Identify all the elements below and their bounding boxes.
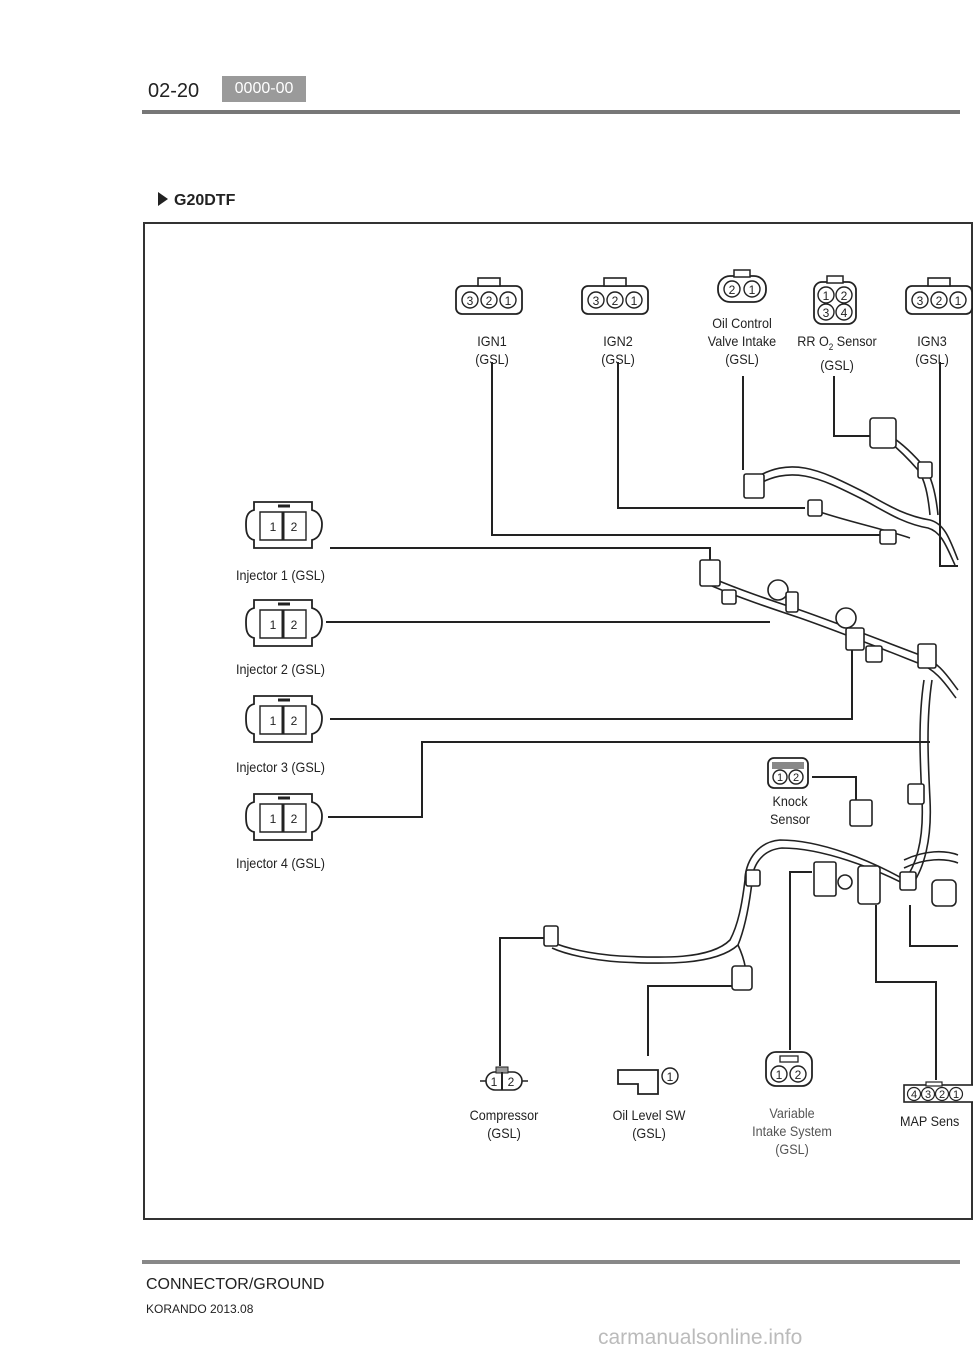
map-sensor-connector-icon: 4 3 2 1: [903, 1081, 973, 1103]
rr-o2-label: RR O2 Sensor (GSL): [793, 332, 881, 374]
injector2-pin-2: 2: [291, 618, 298, 632]
oil-level-label: Oil Level SW (GSL): [612, 1107, 686, 1141]
oil-control-pin-2: 2: [729, 283, 736, 297]
ign2-connector-icon: 3 2 1: [581, 277, 649, 315]
compressor-label: Compressor (GSL): [469, 1107, 539, 1141]
oil-control-pin-1: 1: [749, 283, 756, 297]
knock-pin-2: 2: [793, 772, 799, 784]
ign1-connector-icon: 3 2 1: [455, 277, 523, 315]
injector2-label: Injector 2 (GSL): [236, 661, 325, 677]
oil-level-connector-icon: 1: [617, 1067, 679, 1095]
rr-o2-connector-icon: 1 2 3 4: [813, 275, 857, 325]
ign1-pin-1: 1: [505, 294, 512, 308]
ign3-connector-icon: 3 2 1: [905, 277, 973, 315]
injector2-connector-icon: 1 2: [245, 599, 323, 647]
compressor-connector-icon: 1 2: [480, 1066, 528, 1091]
map-sensor-label: MAP Sens: [900, 1113, 960, 1129]
injector1-label: Injector 1 (GSL): [236, 567, 325, 583]
injector2-pin-1: 1: [270, 618, 277, 632]
ign1-pin-2: 2: [486, 294, 493, 308]
map-pin-3: 3: [925, 1089, 931, 1101]
rr-o2-pin-3: 3: [823, 306, 830, 320]
rr-o2-pin-2: 2: [841, 289, 848, 303]
watermark: carmanualsonline.info: [598, 1326, 803, 1349]
header-rule: [142, 110, 960, 114]
footer-subtitle: KORANDO 2013.08: [146, 1302, 254, 1316]
injector4-label: Injector 4 (GSL): [236, 855, 325, 871]
section-heading: G20DTF: [158, 192, 235, 210]
knock-connector-icon: 1 2: [767, 757, 809, 789]
injector3-pin-2: 2: [291, 714, 298, 728]
oil-control-label: Oil Control Valve Intake (GSL): [707, 315, 777, 367]
ign2-pin-3: 3: [593, 294, 600, 308]
leader-lines: [326, 362, 958, 1080]
footer-rule: [142, 1260, 960, 1264]
injector4-pin-1: 1: [270, 812, 277, 826]
compressor-pin-2: 2: [508, 1075, 515, 1089]
ign2-pin-1: 1: [631, 294, 638, 308]
diagram-frame: [143, 222, 973, 1220]
variable-intake-pin-2: 2: [795, 1068, 802, 1082]
ign2-pin-2: 2: [612, 294, 619, 308]
rr-o2-label-rest: Sensor (GSL): [820, 333, 877, 373]
knock-pin-1: 1: [777, 772, 783, 784]
variable-intake-pin-1: 1: [776, 1068, 783, 1082]
rr-o2-label-main: RR O: [797, 333, 829, 349]
ign1-label: IGN1 (GSL): [475, 333, 509, 367]
ign1-pin-3: 3: [467, 294, 474, 308]
injector4-connector-icon: 1 2: [245, 793, 323, 841]
injector1-connector-icon: 1 2: [245, 501, 323, 549]
ign3-pin-3: 3: [917, 294, 924, 308]
triangle-bullet-icon: [158, 192, 168, 206]
page-number: 02-20: [148, 80, 200, 102]
map-pin-2: 2: [939, 1089, 945, 1101]
compressor-pin-1: 1: [491, 1075, 498, 1089]
variable-intake-connector-icon: 1 2: [765, 1051, 813, 1087]
footer-title: CONNECTOR/GROUND: [146, 1276, 325, 1293]
injector1-pin-1: 1: [270, 520, 277, 534]
harness-connectors: [543, 417, 957, 991]
rr-o2-pin-1: 1: [823, 289, 830, 303]
knock-label: Knock Sensor: [770, 793, 810, 827]
harness-bundle: [551, 427, 959, 986]
ign3-label: IGN3 (GSL): [915, 333, 949, 367]
injector3-label: Injector 3 (GSL): [236, 759, 325, 775]
oil-control-connector-icon: 2 1: [717, 269, 767, 303]
code-badge: 0000-00: [222, 76, 306, 102]
ign3-pin-2: 2: [936, 294, 943, 308]
variable-intake-label: Variable Intake System (GSL): [752, 1105, 832, 1157]
rr-o2-label-sub: 2: [828, 341, 834, 352]
ign3-pin-1: 1: [955, 294, 962, 308]
map-pin-1: 1: [953, 1089, 959, 1101]
map-pin-4: 4: [911, 1089, 917, 1101]
rr-o2-pin-4: 4: [841, 306, 848, 320]
injector3-pin-1: 1: [270, 714, 277, 728]
oil-level-pin-1: 1: [667, 1070, 674, 1084]
injector4-pin-2: 2: [291, 812, 298, 826]
ign2-label: IGN2 (GSL): [601, 333, 635, 367]
injector1-pin-2: 2: [291, 520, 298, 534]
section-title: G20DTF: [174, 192, 236, 209]
injector3-connector-icon: 1 2: [245, 695, 323, 743]
